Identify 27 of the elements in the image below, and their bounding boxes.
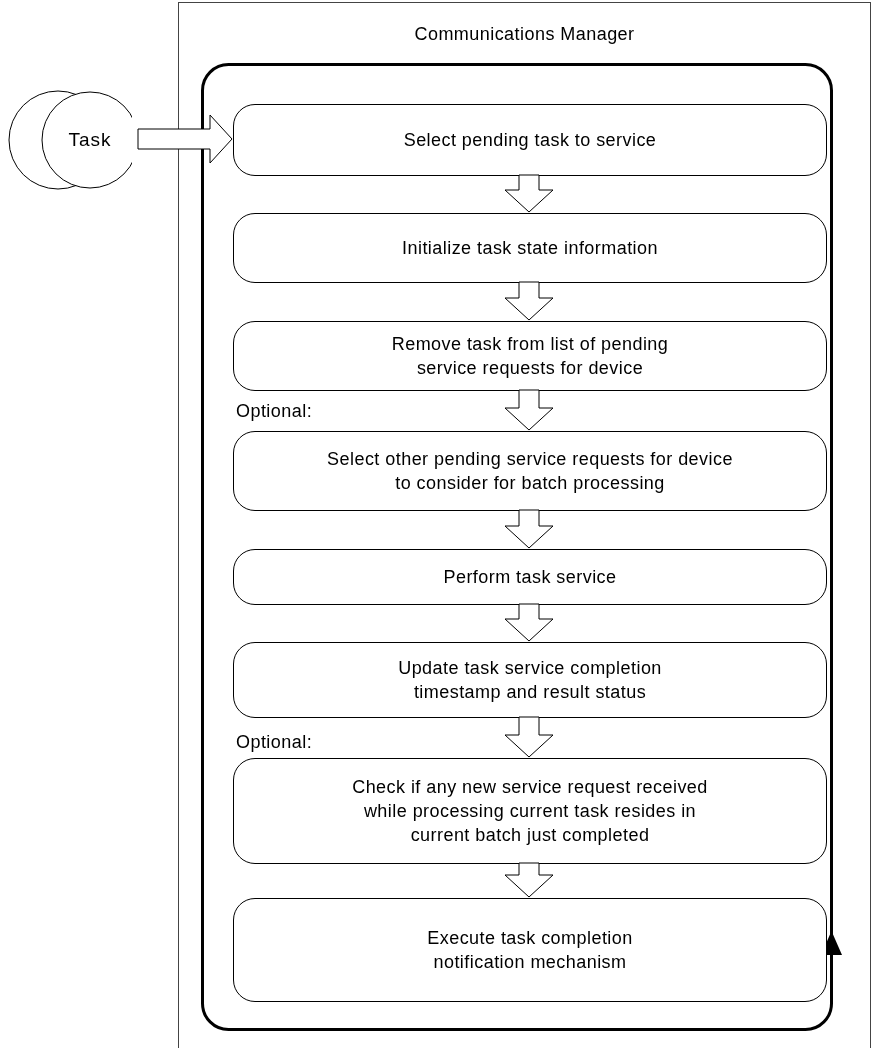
block-arrow — [504, 281, 554, 321]
block-arrow — [137, 114, 233, 164]
process-box — [233, 642, 827, 718]
process-box — [233, 898, 827, 1002]
step-text: Initialize task state information — [402, 237, 658, 260]
block-arrow — [504, 509, 554, 549]
block-arrow — [504, 174, 554, 213]
node-label: Task — [68, 127, 112, 152]
process-box — [233, 431, 827, 511]
process-box — [233, 104, 827, 176]
step-text: Select pending task to service — [403, 129, 657, 152]
block-arrow — [504, 862, 554, 898]
task-circle — [6, 90, 132, 190]
process-box — [233, 758, 827, 864]
block-arrow — [504, 603, 554, 642]
step-text: Perform task service — [443, 566, 617, 589]
panel-title: Communications Manager — [413, 23, 636, 46]
block-arrow — [504, 389, 554, 431]
step-text: Remove task from list of pending service requests for device — [390, 333, 670, 380]
process-box — [233, 213, 827, 283]
process-box — [233, 549, 827, 605]
step-text: Update task service completion timestamp and result status — [397, 657, 663, 704]
process-box — [233, 321, 827, 391]
step-text: Select other pending service requests for device to consider for batch processing — [326, 448, 734, 495]
step-text: Check if any new service request received while processing current task resides in current batch just completed — [351, 776, 709, 847]
step-text: Execute task completion notification mechanism — [426, 927, 634, 974]
block-arrow — [504, 716, 554, 758]
